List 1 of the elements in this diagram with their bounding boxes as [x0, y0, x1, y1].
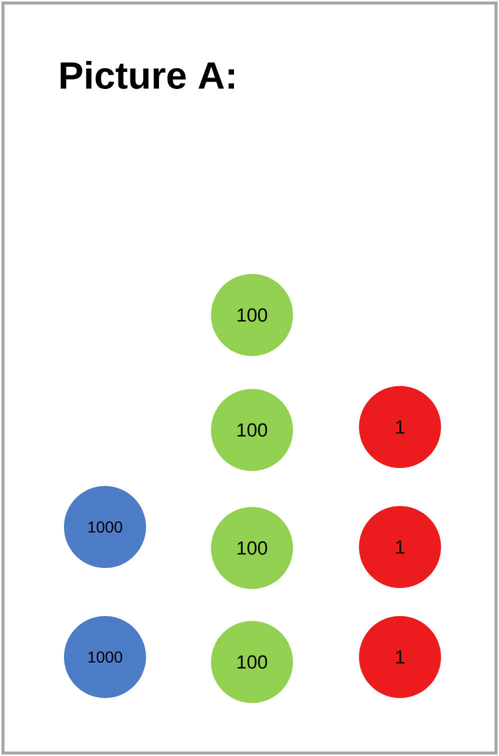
title: Picture A: [60, 61, 234, 89]
